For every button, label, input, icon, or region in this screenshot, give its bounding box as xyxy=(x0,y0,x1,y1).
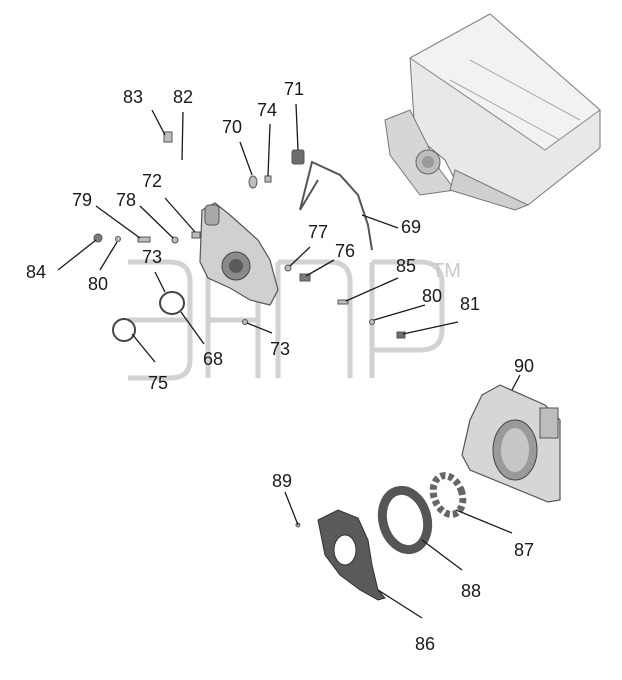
seal-ring-88 xyxy=(377,485,433,555)
callout-76: 76 xyxy=(335,241,355,261)
callout-84: 84 xyxy=(26,262,46,282)
front-cover-with-pump xyxy=(199,202,279,306)
callout-70: 70 xyxy=(222,117,242,137)
seal-carrier-86 xyxy=(317,509,386,601)
callout-83: 83 xyxy=(123,87,143,107)
rear-housing-90 xyxy=(461,384,561,503)
callout-86: 86 xyxy=(415,634,435,654)
callout-73: 73 xyxy=(270,339,290,359)
callout-87: 87 xyxy=(514,540,534,560)
callout-77: 77 xyxy=(308,222,328,242)
callout-75: 75 xyxy=(148,373,168,393)
callout-68: 68 xyxy=(203,349,223,369)
callout-80: 80 xyxy=(88,274,108,294)
callout-85: 85 xyxy=(396,256,416,276)
o-ring-68 xyxy=(159,291,185,315)
small-parts xyxy=(93,131,406,528)
callout-74: 74 xyxy=(257,100,277,120)
callout-78: 78 xyxy=(116,190,136,210)
gasket-69 xyxy=(299,160,373,251)
callout-88: 88 xyxy=(461,581,481,601)
callout-72: 72 xyxy=(142,171,162,191)
callout-89: 89 xyxy=(272,471,292,491)
watermark-trademark: TM xyxy=(432,260,461,282)
callout-80: 80 xyxy=(422,286,442,306)
seal-ring-87 xyxy=(429,472,467,518)
engine-block xyxy=(384,13,601,211)
callout-79: 79 xyxy=(72,190,92,210)
leader-lines xyxy=(57,103,521,619)
callout-82: 82 xyxy=(173,87,193,107)
callout-69: 69 xyxy=(401,217,421,237)
o-ring-75 xyxy=(112,318,136,342)
callout-81: 81 xyxy=(460,294,480,314)
callout-90: 90 xyxy=(514,356,534,376)
callout-73: 73 xyxy=(142,247,162,267)
callout-71: 71 xyxy=(284,79,304,99)
